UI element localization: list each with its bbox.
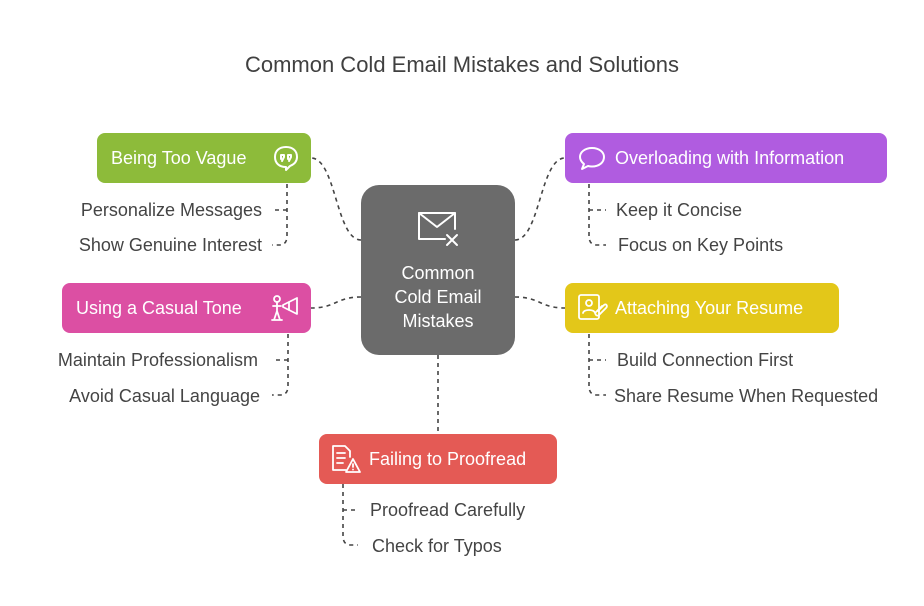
center-label: Common Cold Email Mistakes <box>361 261 515 333</box>
branch-vague-label: Being Too Vague <box>111 147 247 168</box>
connector-casual <box>310 296 362 309</box>
center-node: Common Cold Email Mistakes <box>361 185 515 355</box>
connector-casual-items <box>272 334 289 396</box>
diagram-title: Common Cold Email Mistakes and Solutions <box>244 52 680 77</box>
branch-proofread-label: Failing to Proofread <box>369 448 527 469</box>
casual-item-1: Maintain Professionalism <box>57 350 258 370</box>
center-label-line-2: Cold Email <box>394 287 482 307</box>
branch-overload-box: Overloading with Information <box>565 133 887 183</box>
branch-resume-box: Attaching Your Resume <box>565 283 839 333</box>
speech-bubble-icon <box>578 145 606 171</box>
resume-attachment-icon <box>576 293 608 323</box>
vague-item-1: Personalize Messages <box>80 200 262 220</box>
connector-vague-items <box>272 184 288 246</box>
casual-item-2: Avoid Casual Language <box>69 386 260 406</box>
connector-overload <box>514 157 566 241</box>
quote-bubble-icon <box>273 145 299 171</box>
resume-item-1: Build Connection First <box>617 350 794 370</box>
proofread-item-1: Proofread Carefully <box>370 500 526 520</box>
overload-item-2: Focus on Key Points <box>618 235 784 255</box>
connector-resume-items <box>588 334 606 396</box>
connector-overload-items <box>588 184 606 246</box>
center-label-line-1: Common <box>401 263 475 283</box>
proofread-item-2: Check for Typos <box>372 536 502 556</box>
document-warning-icon <box>330 444 362 474</box>
vague-item-2: Show Genuine Interest <box>78 235 262 255</box>
branch-vague-box: Being Too Vague <box>97 133 311 183</box>
branch-casual-label: Using a Casual Tone <box>76 297 242 318</box>
resume-item-2: Share Resume When Requested <box>614 386 879 406</box>
connector-resume <box>514 296 566 309</box>
connector-proofread-items <box>342 484 358 546</box>
branch-overload-label: Overloading with Information <box>615 147 845 168</box>
branch-resume-label: Attaching Your Resume <box>615 297 804 318</box>
branch-proofread-box: Failing to Proofread <box>319 434 557 484</box>
connector-vague <box>310 157 362 241</box>
branch-casual-box: Using a Casual Tone <box>62 283 311 333</box>
center-label-line-3: Mistakes <box>402 311 474 331</box>
overload-item-1: Keep it Concise <box>616 200 743 220</box>
megaphone-person-icon <box>269 293 301 323</box>
email-x-icon <box>415 207 461 258</box>
